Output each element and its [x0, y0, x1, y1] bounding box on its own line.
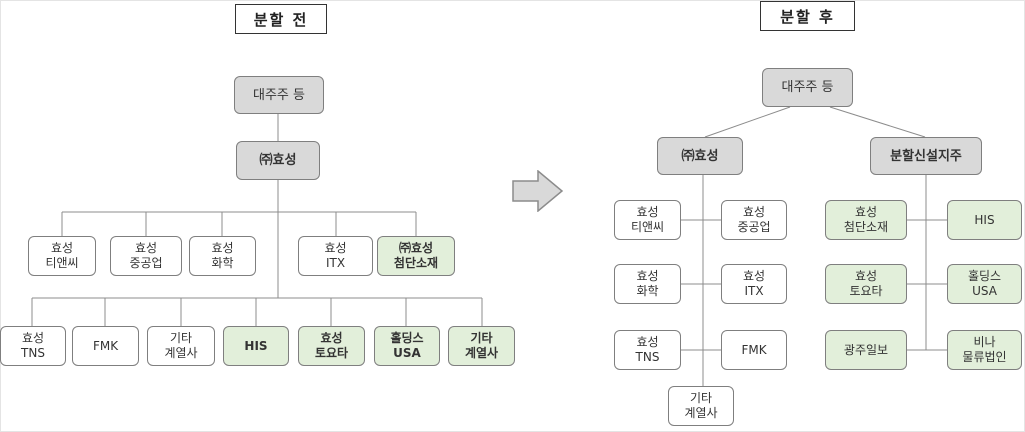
org-box: 효성 화학 — [189, 236, 256, 276]
org-box-highlighted: 광주일보 — [825, 330, 907, 370]
org-box: 효성 티앤씨 — [28, 236, 96, 276]
org-box: 효성 중공업 — [110, 236, 182, 276]
major-shareholders-box: 대주주 등 — [762, 68, 853, 107]
org-box: 효성 화학 — [614, 264, 681, 304]
hyosung-parent-box: ㈜효성 — [236, 141, 320, 180]
org-box: 효성 ITX — [298, 236, 373, 276]
org-box-highlighted: 효성 첨단소재 — [825, 200, 907, 240]
org-box-highlighted: 비나 물류법인 — [947, 330, 1022, 370]
major-shareholders-box: 대주주 등 — [234, 76, 324, 114]
title-after: 분할 후 — [760, 1, 855, 31]
org-box-highlighted: ㈜효성 첨단소재 — [377, 236, 455, 276]
org-box: FMK — [72, 326, 139, 366]
org-box-highlighted: HIS — [947, 200, 1022, 240]
right-arrow-icon — [512, 170, 564, 212]
org-box-highlighted: 효성 토요타 — [825, 264, 907, 304]
org-box: 효성 ITX — [721, 264, 787, 304]
org-box: 기타 계열사 — [147, 326, 215, 366]
org-box: 기타 계열사 — [668, 386, 734, 426]
org-box: 효성 TNS — [614, 330, 681, 370]
org-box-highlighted: 효성 토요타 — [298, 326, 365, 366]
org-box: 효성 TNS — [0, 326, 66, 366]
hyosung-parent-box: ㈜효성 — [657, 137, 743, 175]
new-holding-company-box: 분할신설지주 — [870, 137, 982, 175]
org-box: 효성 티앤씨 — [614, 200, 681, 240]
org-box-highlighted: 홀딩스 USA — [947, 264, 1022, 304]
org-box: FMK — [721, 330, 787, 370]
org-box-highlighted: 기타 계열사 — [448, 326, 515, 366]
org-box: 효성 중공업 — [721, 200, 787, 240]
title-before: 분할 전 — [235, 4, 327, 34]
org-box-highlighted: HIS — [223, 326, 289, 366]
org-box-highlighted: 홀딩스 USA — [374, 326, 440, 366]
